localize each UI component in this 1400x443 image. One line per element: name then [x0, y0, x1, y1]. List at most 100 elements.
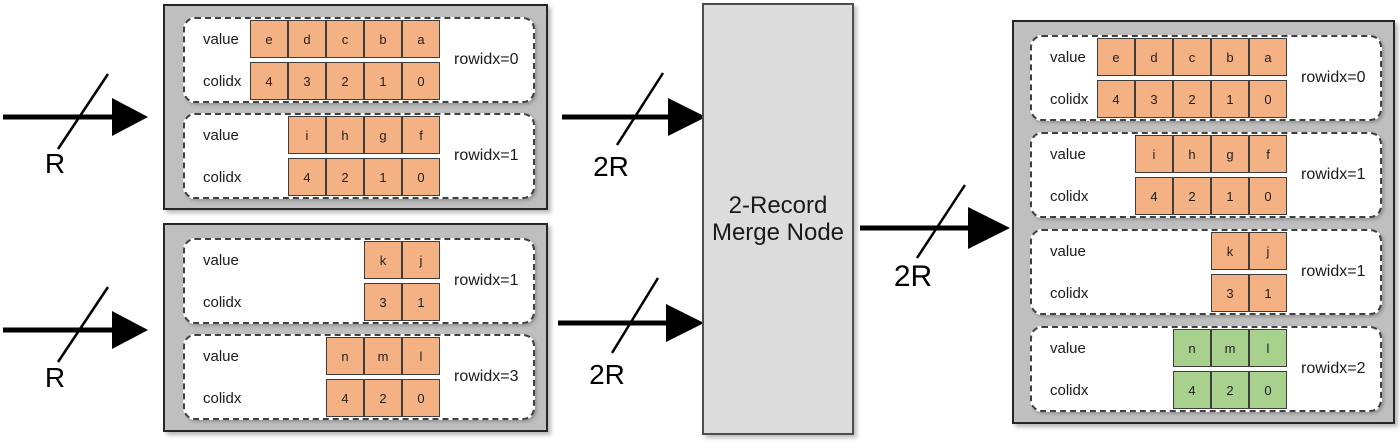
colidx-cell: 1	[402, 283, 440, 321]
arrow-head	[112, 311, 148, 349]
value-cell: b	[1211, 38, 1249, 76]
value-cell: a	[402, 20, 440, 58]
merge-node-title-line1: 2-Record	[728, 192, 828, 219]
record-labels: value colidx	[203, 241, 250, 321]
value-cell: d	[1135, 38, 1173, 76]
value-cell: e	[1097, 38, 1135, 76]
colidx-cell: 0	[1249, 80, 1287, 118]
colidx-cell: 2	[326, 62, 364, 100]
arrow-head	[968, 207, 1010, 249]
bus-width-slash	[615, 72, 665, 146]
record-labels: value colidx	[1050, 135, 1097, 215]
value-row-label: value	[203, 347, 239, 365]
colidx-cell: 1	[1211, 177, 1249, 215]
colidx-row-label: colidx	[1050, 187, 1089, 205]
value-cell: k	[1211, 232, 1249, 270]
bus-label-mid-top: 2R	[593, 151, 629, 182]
bus-width-slash	[610, 277, 660, 354]
merge-node-title-line2: Merge Node	[711, 219, 845, 246]
value-cell: g	[364, 116, 402, 154]
value-cell: j	[402, 241, 440, 279]
colidx-cell: 3	[364, 283, 402, 321]
colidx-cell: 3	[288, 62, 326, 100]
bus-width-slash	[915, 184, 967, 259]
bus-label-output: 2R	[893, 260, 933, 293]
colidx-cell: 1	[1249, 274, 1287, 312]
colidx-row-label: colidx	[203, 72, 242, 90]
colidx-cell: 4	[250, 62, 288, 100]
colidx-cell: 2	[1211, 371, 1249, 409]
colidx-cell: 1	[1211, 80, 1249, 118]
colidx-cell: 0	[402, 158, 440, 196]
colidx-row-label: colidx	[203, 168, 242, 186]
colidx-row-label: colidx	[203, 293, 242, 311]
value-cell: i	[1135, 135, 1173, 173]
value-cell: e	[250, 20, 288, 58]
colidx-row-label: colidx	[1050, 90, 1089, 108]
record-labels: value colidx	[203, 20, 250, 100]
colidx-cell: 4	[1173, 371, 1211, 409]
value-cell: m	[364, 337, 402, 375]
rowidx-label: rowidx=1	[1301, 166, 1366, 183]
value-cell: f	[402, 116, 440, 154]
colidx-cell: 3	[1135, 80, 1173, 118]
value-row-label: value	[1050, 339, 1086, 357]
rowidx-label: rowidx=1	[454, 272, 519, 289]
colidx-cell: 0	[1249, 177, 1287, 215]
record-labels: value colidx	[1050, 232, 1097, 312]
value-cell: f	[1249, 135, 1287, 173]
colidx-cell: 3	[1211, 274, 1249, 312]
colidx-cell: 2	[1173, 80, 1211, 118]
rowidx-label: rowidx=1	[1301, 263, 1366, 280]
colidx-cell: 1	[364, 158, 402, 196]
colidx-cell: 1	[364, 62, 402, 100]
value-row-label: value	[203, 30, 239, 48]
value-row-label: value	[1050, 145, 1086, 163]
colidx-cell: 4	[288, 158, 326, 196]
arrow-head	[668, 98, 706, 136]
arrow-head	[112, 98, 148, 136]
value-row-label: value	[1050, 242, 1086, 260]
colidx-cell: 4	[1097, 80, 1135, 118]
rowidx-label: rowidx=1	[454, 147, 519, 164]
mid-arrow-bottom	[558, 277, 704, 354]
value-row-label: value	[203, 251, 239, 269]
value-cell: l	[1249, 329, 1287, 367]
arrow-head	[666, 304, 704, 342]
colidx-cell: 4	[326, 379, 364, 417]
rowidx-label: rowidx=2	[1301, 360, 1366, 377]
value-cell: j	[1249, 232, 1287, 270]
bus-width-slash	[56, 73, 110, 150]
value-cell: c	[1173, 38, 1211, 76]
value-cell: b	[364, 20, 402, 58]
colidx-cell: 4	[1135, 177, 1173, 215]
input-arrow-bottom	[3, 286, 148, 363]
rowidx-label: rowidx=3	[454, 368, 519, 385]
value-cell: h	[1173, 135, 1211, 173]
rowidx-label: rowidx=0	[454, 51, 519, 68]
colidx-row-label: colidx	[1050, 284, 1089, 302]
colidx-cell: 2	[1173, 177, 1211, 215]
